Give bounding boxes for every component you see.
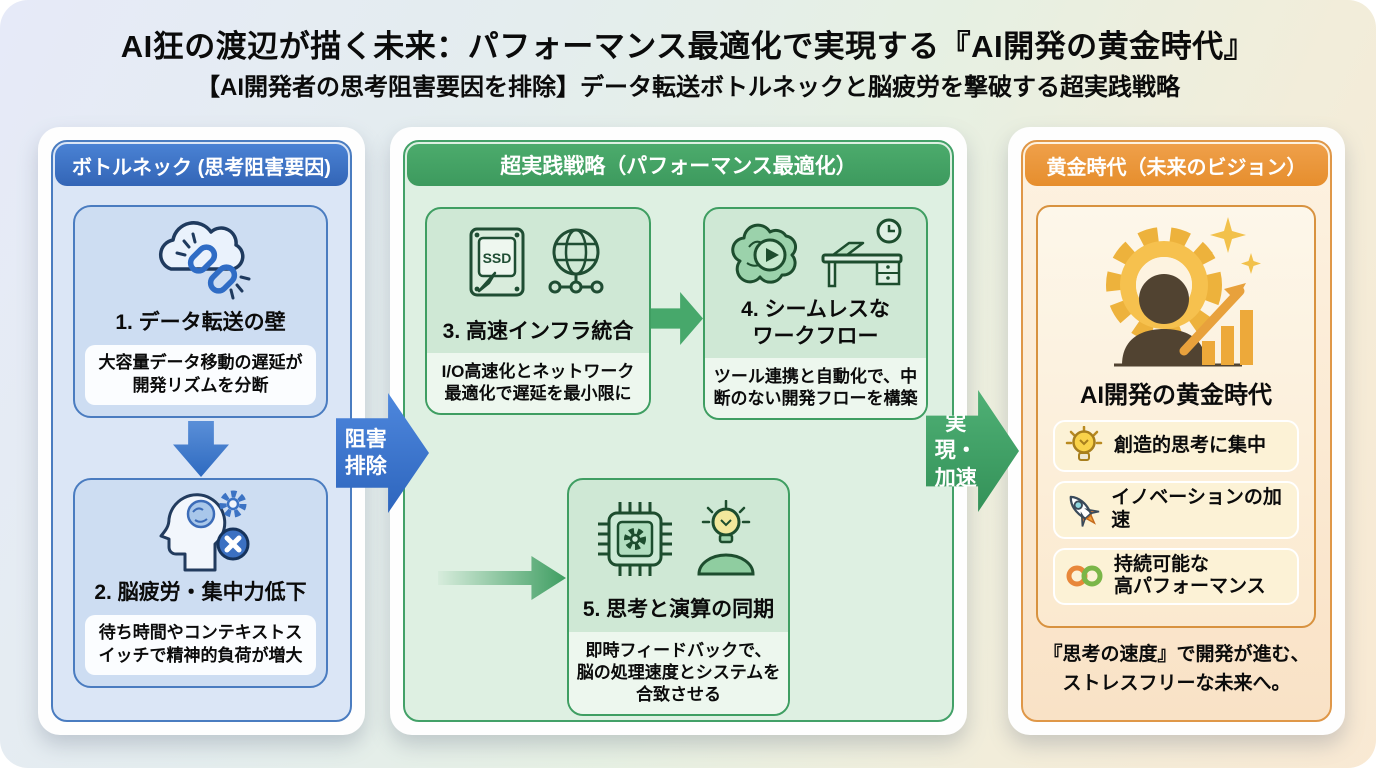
fatigued-head-gear-icon	[159, 490, 249, 572]
golden-age-box: AI開発の黄金時代 創造的思考に集中	[1036, 205, 1316, 628]
golden-age-card: 黄金時代（未来のビジョン）	[1008, 127, 1345, 735]
brain-play-icon	[730, 223, 797, 284]
arrow-infra-to-workflow-icon	[651, 292, 703, 345]
page-title: AI狂の渡辺が描く未来：パフォーマンス最適化で実現する『AI開発の黄金時代』	[120, 29, 1256, 64]
strategy-panel: 超実践戦略（パフォーマンス最適化） SSD	[403, 140, 954, 722]
strategy-item-desc: 即時フィードバックで、 脳の処理速度とシステムを 合致させる	[569, 631, 788, 714]
bottleneck-box-data-transfer: 1. データ転送の壁 大容量データ移動の遅延が 開発リズムを分断	[73, 205, 328, 418]
strategy-box-workflow: 4. シームレスな ワークフロー ツール連携と自動化で、中 断のない開発フローを…	[703, 207, 928, 420]
ssd-icon: SSD	[469, 227, 525, 297]
lightbulb-icon	[1065, 426, 1103, 461]
arrow-remove-label: 阻害 排除	[344, 427, 387, 478]
bottleneck-panel: ボトルネック (思考阻害要因) 1.	[51, 140, 352, 722]
arrow-to-sync-icon	[438, 556, 566, 600]
down-arrow-icon	[173, 421, 229, 477]
strategy-item-title: 5. 思考と演算の同期	[582, 598, 775, 622]
bottleneck-item-title: 1. データ転送の壁	[115, 311, 286, 335]
strategy-item-desc: ツール連携と自動化で、中 断のない開発フローを構築	[705, 357, 926, 418]
bottleneck-item-desc: 待ち時間やコンテキストス イッチで精神的負荷が増大	[85, 615, 316, 675]
strategy-card: 超実践戦略（パフォーマンス最適化） SSD	[390, 127, 967, 735]
bottleneck-card: ボトルネック (思考阻害要因) 1.	[38, 127, 365, 735]
benefit-label: 創造的思考に集中	[1114, 434, 1267, 456]
benefit-sustainable-performance: 持続可能な 高パフォーマンス	[1053, 547, 1299, 606]
benefit-innovation: イノベーションの加速	[1053, 481, 1299, 539]
rocket-icon	[1069, 495, 1100, 527]
cloud-broken-chain-icon	[158, 220, 250, 300]
benefit-label: イノベーションの加速	[1111, 487, 1282, 531]
strategy-header: 超実践戦略（パフォーマンス最適化）	[407, 144, 950, 186]
strategy-item-desc: I/O高速化とネットワーク 最適化で遅延を最小限に	[427, 352, 649, 413]
page-subtitle: 【AI開発者の思考阻害要因を排除】データ転送ボトルネックと脳疲労を撃破する超実践…	[196, 74, 1180, 101]
golden-age-panel: 黄金時代（未来のビジョン）	[1021, 140, 1332, 722]
bottleneck-header: ボトルネック (思考阻害要因)	[55, 144, 348, 186]
golden-age-title: AI開発の黄金時代	[1080, 382, 1272, 409]
bottleneck-item-desc: 大容量データ移動の遅延が 開発リズムを分断	[85, 345, 316, 405]
strategy-item-title: 4. シームレスな ワークフロー	[741, 298, 890, 348]
ssd-label: SSD	[483, 250, 512, 266]
benefit-label: 持続可能な 高パフォーマンス	[1114, 553, 1266, 598]
infinity-icon	[1066, 565, 1103, 587]
chip-gear-icon	[597, 501, 672, 576]
strategy-item-title: 3. 高速インフラ統合	[442, 319, 634, 343]
person-bulb-icon	[696, 499, 755, 576]
strategy-box-infrastructure: SSD	[425, 207, 651, 415]
benefit-creative-focus: 創造的思考に集中	[1053, 420, 1299, 472]
network-globe-icon	[548, 228, 604, 294]
golden-gear-growth-icon	[1106, 217, 1261, 367]
golden-age-header: 黄金時代（未来のビジョン）	[1025, 144, 1328, 186]
bottleneck-item-title: 2. 脳疲労・集中力低下	[94, 581, 307, 605]
bottleneck-box-brain-fatigue: 2. 脳疲労・集中力低下 待ち時間やコンテキストス イッチで精神的負荷が増大	[73, 478, 328, 688]
golden-age-footer: 『思考の速度』で開発が進む、 ストレスフリーな未来へ。	[1043, 644, 1310, 694]
desk-clock-icon	[821, 218, 902, 288]
strategy-box-sync: 5. 思考と演算の同期 即時フィードバックで、 脳の処理速度とシステムを 合致さ…	[567, 478, 790, 716]
arrow-realize-label: 実現・ 加速	[934, 412, 977, 490]
